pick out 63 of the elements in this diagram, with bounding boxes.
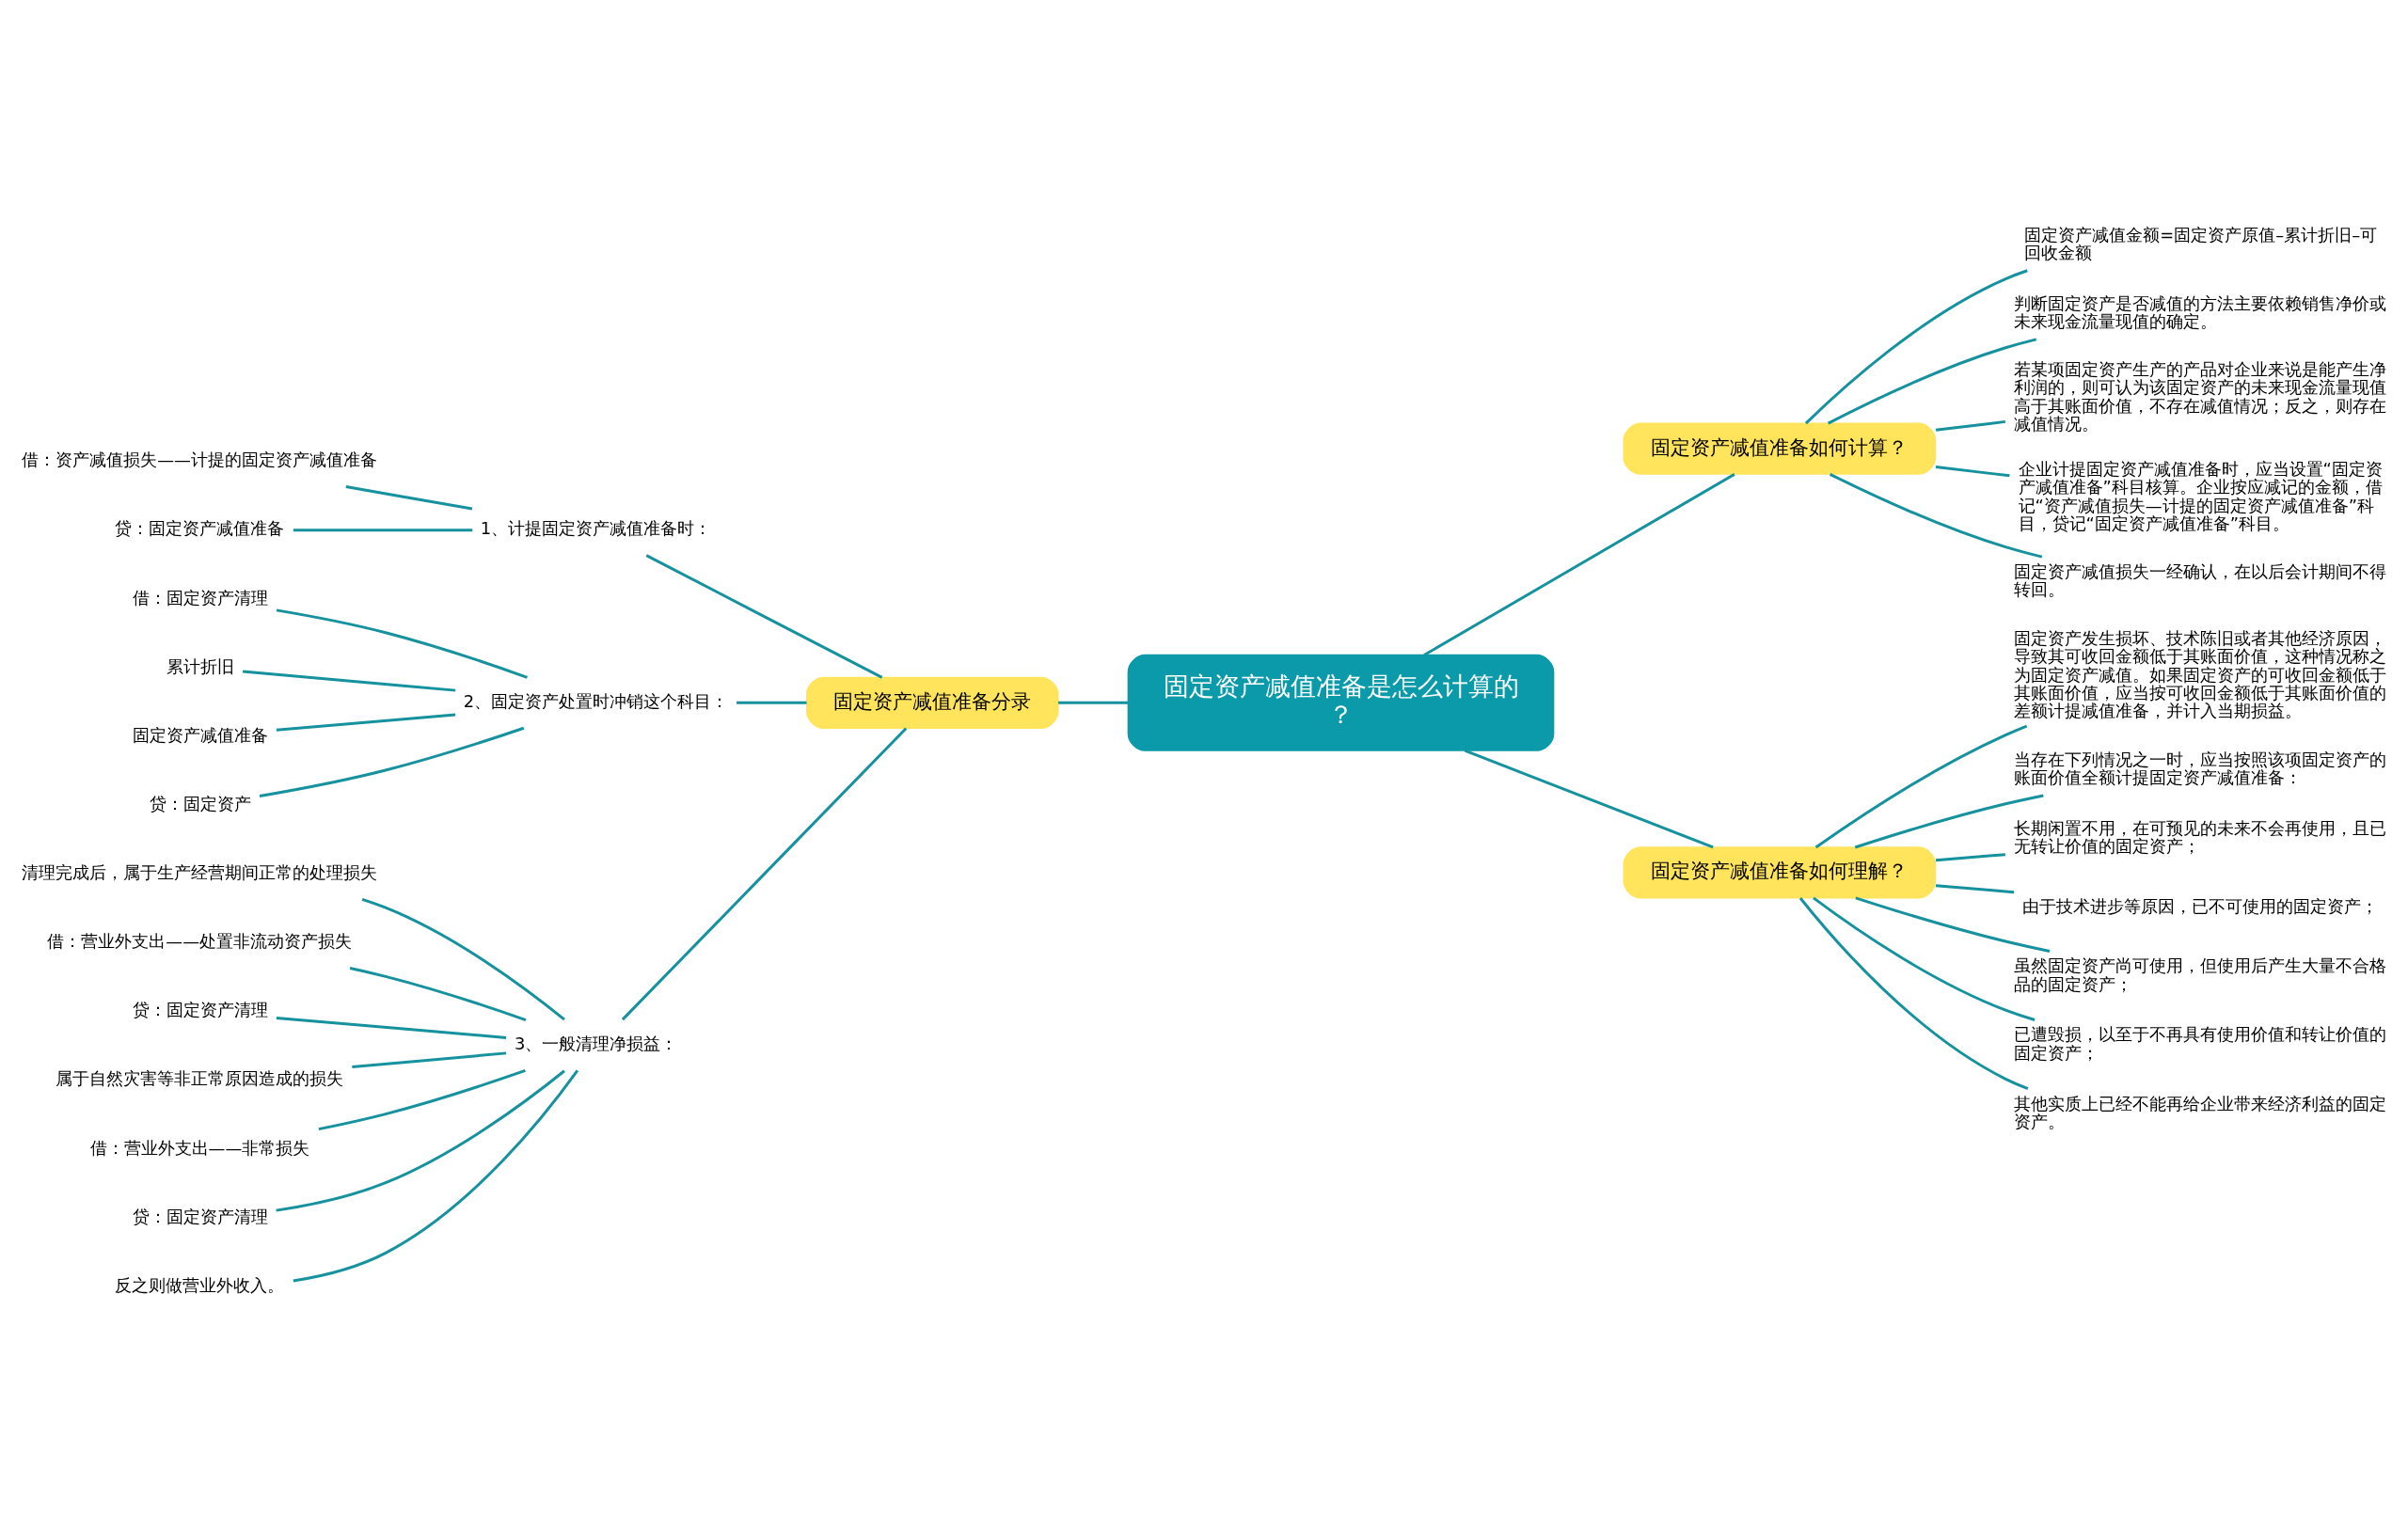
connector (1935, 852, 2005, 861)
connector (1814, 724, 2028, 848)
node-text: 已遭毁损，以至于不再具有使用价值和转让价值的固定资产； (2014, 1023, 2387, 1063)
connector (1855, 895, 2051, 953)
connector (737, 701, 807, 704)
node-text: 当存在下列情况之一时，应当按照该项固定资产的账面价值全额计提固定资产减值准备： (2014, 749, 2387, 787)
node-text: 3、一般清理净损益： (514, 1033, 678, 1053)
node-text: 贷：固定资产清理 (132, 1206, 268, 1226)
node-box: 固定资产减值准备如何理解？ (1623, 845, 1937, 899)
connector (345, 484, 473, 510)
connector (349, 966, 527, 1021)
connector (242, 670, 456, 692)
node-box: 固定资产减值准备分录 (805, 676, 1059, 729)
connector (645, 553, 883, 679)
node-text: 若某项固定资产生产的产品对企业来说是能产生净利润的，则可认为该固定资产的未来现金流量现值高于其账面价值，不存在减值情况；反之，则存在减值情况。 (2014, 358, 2387, 434)
node-text: 判断固定资产是否减值的方法主要依赖销售净价或未来现金流量现值的确定。 (2014, 292, 2387, 331)
connector (1854, 793, 2044, 848)
node-text: 贷：固定资产清理 (132, 999, 268, 1019)
node-text: 其他实质上已经不能再给企业带来经济利益的固定资产。 (2014, 1093, 2387, 1131)
connector (276, 608, 528, 679)
node-text: 贷：固定资产 (149, 793, 251, 813)
connector (318, 1068, 526, 1130)
connector (1827, 337, 2037, 424)
connector (1804, 268, 2028, 424)
connector (1935, 419, 2006, 432)
connector (1935, 465, 2010, 477)
node-text: 清理完成后，属于生产经营期间正常的处理损失 (22, 861, 377, 882)
connector (1798, 896, 2029, 1090)
node-text: 借：营业外支出——处置非流动资产损失 (47, 930, 353, 951)
node-text: 属于自然灾害等非正常原因造成的损失 (55, 1067, 344, 1088)
node-text: 累计折旧 (166, 655, 234, 676)
node-text: 固定资产发生损坏、技术陈旧或者其他经济原因，导致其可收回金额低于其账面价值，这种情况称之为固定资产减值。如果固定资产的可收回金额低于其账面价值，应当按可收回金额低于其账面价值的差额计提减值准备，并计入当期损益。 (2014, 627, 2387, 720)
connector (1423, 472, 1735, 656)
connector (1829, 472, 2043, 559)
node-text: 反之则做营业外收入。 (115, 1274, 285, 1295)
connector (361, 897, 565, 1020)
node-text: 2、固定资产处置时冲销这个科目： (463, 690, 729, 711)
node-text: 固定资产减值准备 (132, 724, 268, 745)
connector (276, 713, 456, 732)
connector (1058, 701, 1129, 704)
connector (621, 727, 908, 1020)
node-text: 虽然固定资产尚可使用，但使用后产生大量不合格品的固定资产； (2014, 955, 2387, 994)
node-text: 固定资产减值金额=固定资产原值–累计折旧–可回收金额 (2024, 224, 2378, 262)
connector (276, 1016, 507, 1039)
node-text: 借：营业外支出——非常损失 (89, 1137, 310, 1158)
node-box: 固定资产减值准备如何计算？ (1623, 422, 1937, 475)
connector (352, 1050, 507, 1068)
node-text: 由于技术进步等原因，已不可使用的固定资产； (2022, 895, 2379, 916)
connector (293, 528, 473, 531)
node-text: 借：资产减值损失——计提的固定资产减值准备 (22, 449, 377, 469)
node-text: 贷：固定资产减值准备 (115, 517, 285, 538)
node-text: 企业计提固定资产减值准备时，应当设置“固定资产减值准备”科目核算。企业按应减记的金额，借记“资产减值损失—计提的固定资产减值准备”科目，贷记“固定资产减值准备”科目。 (2018, 458, 2383, 533)
connector (1935, 883, 2015, 893)
connector (1813, 896, 2036, 1021)
connector (1464, 749, 1714, 848)
node-text: 借：固定资产清理 (132, 587, 268, 608)
connector (293, 1069, 579, 1282)
node-text: 固定资产减值损失一经确认，在以后会计期间不得转回。 (2014, 560, 2387, 599)
node-text: 长期闲置不用，在可预见的未来不会再使用，且已无转让价值的固定资产； (2014, 817, 2387, 856)
node-text: 1、计提固定资产减值准备时： (480, 517, 712, 538)
connector (259, 726, 525, 797)
node-box: 固定资产减值准备是怎么计算的？ (1127, 654, 1555, 751)
connector (276, 1069, 565, 1212)
